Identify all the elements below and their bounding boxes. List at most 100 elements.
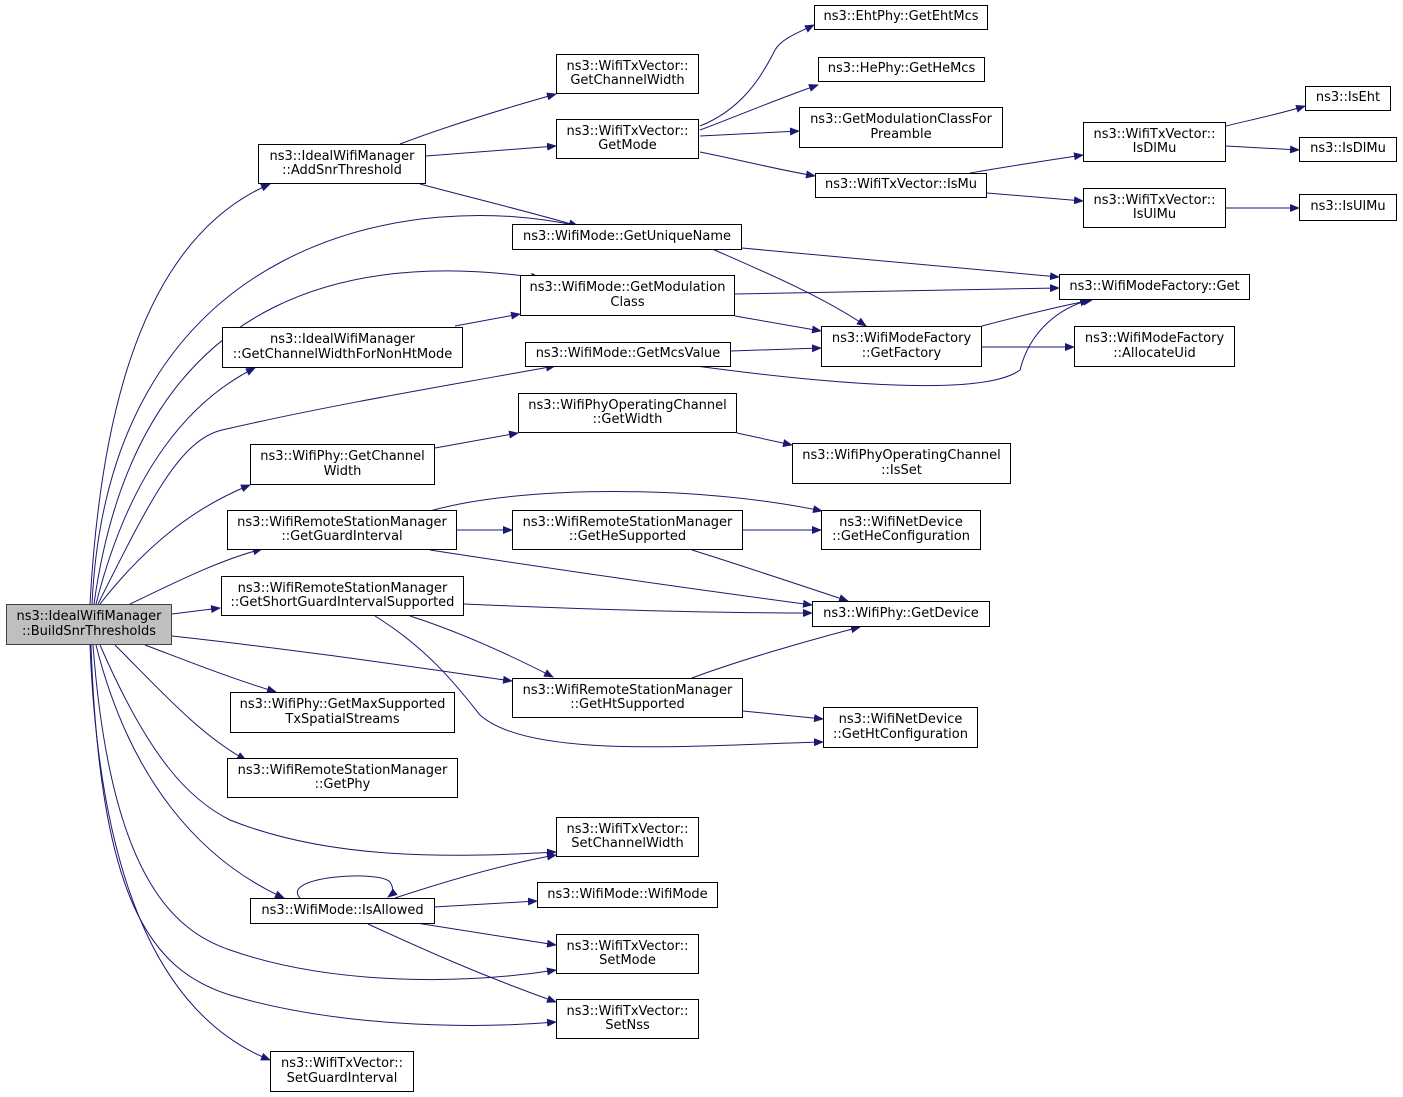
node-label: ns3::WifiNetDevice: [838, 712, 963, 727]
node-wifimode-get-mcs-value[interactable]: ns3::WifiMode::GetMcsValue: [525, 342, 731, 367]
node-label: ns3::EhtPhy::GetEhtMcs: [823, 9, 979, 25]
edge-rsmhe-to-device: [691, 549, 849, 602]
node-label: ::GetHeSupported: [568, 529, 687, 544]
node-txvector-get-channel-width[interactable]: ns3::WifiTxVector::GetChannelWidth: [556, 54, 699, 94]
edge-ismu-to-isdlmu: [969, 152, 1084, 174]
node-build-snr-thresholds[interactable]: ns3::IdealWifiManager::BuildSnrThreshold…: [6, 604, 172, 645]
edge-uniquename-to-getfactory: [709, 247, 867, 327]
edge-build-to-maxss: [144, 644, 277, 694]
node-label: ::GetHtSupported: [570, 697, 685, 712]
node-txvector-set-nss[interactable]: ns3::WifiTxVector::SetNss: [556, 999, 699, 1039]
edge-rsmsgi-to-device: [463, 603, 813, 617]
node-txvector-is-dl-mu[interactable]: ns3::WifiTxVector::IsDlMu: [1083, 122, 1226, 162]
edge-build-to-mcsvalue: [97, 363, 556, 605]
node-label: ns3::IsUlMu: [1310, 199, 1386, 215]
edge-modclass-to-getfactory: [734, 315, 822, 334]
edge-build-to-setmode: [92, 644, 557, 980]
node-wifimode-is-allowed[interactable]: ns3::WifiMode::IsAllowed: [250, 898, 435, 924]
node-label: Preamble: [870, 126, 932, 142]
node-wifimodefactory-get-factory[interactable]: ns3::WifiModeFactory::GetFactory: [821, 326, 982, 367]
edge-rsmgi-to-device: [429, 549, 813, 608]
node-label: ns3::WifiTxVector::: [566, 123, 689, 139]
node-add-snr-threshold[interactable]: ns3::IdealWifiManager::AddSnrThreshold: [258, 144, 426, 184]
node-label: ns3::GetModulationClassFor: [810, 112, 992, 127]
edge-isallowed-to-setmode: [409, 921, 557, 948]
node-rsm-get-short-guard-interval-supported[interactable]: ns3::WifiRemoteStationManager::GetShortG…: [221, 576, 464, 616]
edge-getmode-to-hemcs: [699, 84, 819, 131]
edge-mcsvalue-to-wmfget: [695, 298, 1090, 387]
node-label: Width: [323, 463, 362, 479]
node-ideal-get-channel-width-for-nonht-mode[interactable]: ns3::IdealWifiManager::GetChannelWidthFo…: [222, 327, 463, 368]
edge-rsmht-to-device: [691, 625, 861, 679]
node-label: ns3::WifiPhy::GetDevice: [823, 605, 979, 621]
node-netdevice-get-he-configuration[interactable]: ns3::WifiNetDevice::GetHeConfiguration: [821, 510, 981, 550]
node-label: ns3::IdealWifiManager: [269, 332, 416, 347]
node-wifimode-constructor[interactable]: ns3::WifiMode::WifiMode: [537, 882, 718, 908]
node-txvector-set-guard-interval[interactable]: ns3::WifiTxVector::SetGuardInterval: [270, 1051, 414, 1092]
edge-modclass-to-wmfget: [734, 284, 1060, 295]
edge-isallowed-self: [296, 875, 398, 899]
edge-build-to-cwnonht: [95, 367, 256, 605]
node-label: ::GetGuardInterval: [281, 529, 403, 544]
node-label: GetChannelWidth: [570, 73, 685, 88]
node-label: ::GetHtConfiguration: [833, 726, 968, 742]
node-rsm-get-ht-supported[interactable]: ns3::WifiRemoteStationManager::GetHtSupp…: [512, 678, 743, 718]
node-txvector-is-mu[interactable]: ns3::WifiTxVector::IsMu: [815, 173, 987, 198]
edge-build-to-phycw: [99, 484, 251, 605]
node-txvector-set-channel-width[interactable]: ns3::WifiTxVector::SetChannelWidth: [556, 817, 699, 857]
node-label: ns3::WifiMode::WifiMode: [547, 886, 708, 902]
edge-isdlmu-to-isdlmu: [1225, 145, 1300, 154]
node-label: ns3::WifiMode::GetUniqueName: [523, 228, 731, 244]
node-netdevice-get-ht-configuration[interactable]: ns3::WifiNetDevice::GetHtConfiguration: [823, 707, 978, 748]
node-txvector-is-ul-mu[interactable]: ns3::WifiTxVector::IsUlMu: [1083, 188, 1226, 228]
node-operating-channel-get-width[interactable]: ns3::WifiPhyOperatingChannel::GetWidth: [518, 393, 737, 433]
node-label: ns3::WifiTxVector::: [566, 58, 689, 74]
node-wifimodefactory-allocate-uid[interactable]: ns3::WifiModeFactory::AllocateUid: [1074, 326, 1235, 367]
node-label: ::GetChannelWidthForNonHtMode: [232, 346, 453, 362]
node-rsm-get-guard-interval[interactable]: ns3::WifiRemoteStationManager::GetGuardI…: [227, 510, 457, 550]
edge-build-to-uniquename: [91, 215, 579, 605]
edge-isallowed-to-setcw: [394, 852, 557, 899]
node-label: ns3::WifiTxVector::IsMu: [824, 177, 978, 193]
node-txvector-set-mode[interactable]: ns3::WifiTxVector::SetMode: [556, 934, 699, 974]
node-operating-channel-is-set[interactable]: ns3::WifiPhyOperatingChannel::IsSet: [792, 443, 1011, 484]
node-label: ::GetPhy: [314, 777, 371, 792]
node-is-dl-mu[interactable]: ns3::IsDlMu: [1299, 137, 1397, 162]
node-label: ns3::IdealWifiManager: [269, 148, 415, 164]
node-txvector-get-mode[interactable]: ns3::WifiTxVector::GetMode: [556, 119, 699, 159]
node-label: ns3::HePhy::GetHeMcs: [827, 61, 976, 77]
edge-getmode-to-modclasspreamble: [699, 127, 800, 137]
node-wifiphy-get-device[interactable]: ns3::WifiPhy::GetDevice: [812, 601, 990, 627]
node-is-ul-mu[interactable]: ns3::IsUlMu: [1299, 194, 1397, 221]
node-label: ns3::WifiPhy::GetChannel: [260, 449, 425, 464]
node-rsm-get-he-supported[interactable]: ns3::WifiRemoteStationManager::GetHeSupp…: [512, 510, 743, 550]
node-label: ::GetHeConfiguration: [832, 529, 970, 544]
node-hephy-get-he-mcs[interactable]: ns3::HePhy::GetHeMcs: [818, 57, 985, 82]
edge-isdlmu-to-iseht: [1225, 104, 1306, 127]
edge-addsnr-to-uniquename: [419, 183, 579, 228]
edge-build-to-setnss: [90, 644, 557, 1027]
node-is-eht[interactable]: ns3::IsEht: [1305, 86, 1391, 111]
node-label: ::AddSnrThreshold: [282, 163, 402, 178]
node-wifimode-get-unique-name[interactable]: ns3::WifiMode::GetUniqueName: [512, 224, 742, 250]
edge-rsmsgi-to-htconf: [374, 615, 824, 748]
edge-getmode-to-ismu: [699, 151, 816, 179]
edge-pocwidth-to-pocisset: [736, 432, 793, 447]
edge-rsmgi-to-heconf: [429, 491, 823, 514]
node-label: ns3::WifiRemoteStationManager: [522, 682, 733, 698]
node-label: ns3::WifiMode::GetModulation: [529, 280, 726, 295]
node-rsm-get-phy[interactable]: ns3::WifiRemoteStationManager::GetPhy: [227, 758, 458, 798]
node-label: ns3::WifiTxVector::: [1093, 126, 1216, 142]
edge-phycw-to-pocwidth: [434, 430, 519, 449]
node-label: ns3::WifiTxVector::: [566, 821, 689, 837]
node-label: ns3::WifiPhyOperatingChannel: [528, 397, 727, 413]
edge-rsmsgi-to-rsmht: [409, 615, 554, 678]
node-label: ::GetFactory: [861, 345, 942, 361]
node-wifimodefactory-get[interactable]: ns3::WifiModeFactory::Get: [1059, 274, 1250, 300]
node-ehtphy-get-eht-mcs[interactable]: ns3::EhtPhy::GetEhtMcs: [814, 5, 988, 30]
node-label: ns3::WifiTxVector::: [1093, 192, 1216, 208]
